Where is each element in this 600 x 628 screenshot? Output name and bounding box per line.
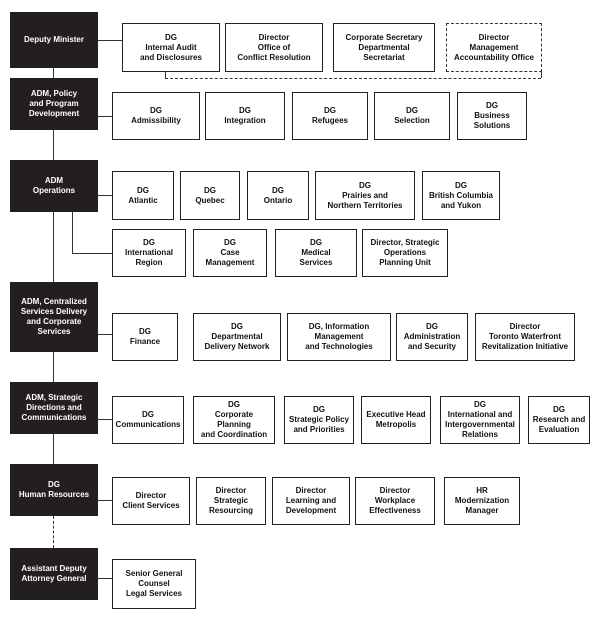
box-director-conflict-resolution: Director Office of Conflict Resolution [225, 23, 323, 72]
box-dg-admissibility: DG Admissibility [112, 92, 200, 140]
box-dg-atlantic: DG Atlantic [112, 171, 174, 220]
box-dg-integration: DG Integration [205, 92, 285, 140]
box-dg-case-management: DG Case Management [193, 229, 267, 277]
box-director-toronto-waterfront: Director Toronto Waterfront Revitalizati… [475, 313, 575, 361]
box-corporate-secretary: Corporate Secretary Departmental Secreta… [333, 23, 435, 72]
box-director-workplace-effectiveness: Director Workplace Effectiveness [355, 477, 435, 525]
box-executive-head-metropolis: Executive Head Metropolis [361, 396, 431, 444]
box-director-client-services: Director Client Services [112, 477, 190, 525]
head-assistant-deputy-attorney-general: Assistant Deputy Attorney General [10, 548, 98, 600]
connector-line [72, 253, 112, 254]
spine-line [53, 434, 54, 464]
spine-line [53, 130, 54, 160]
connector-line [98, 500, 112, 501]
box-dg-research-evaluation: DG Research and Evaluation [528, 396, 590, 444]
box-director-management-accountability: Director Management Accountability Offic… [446, 23, 542, 72]
box-director-strategic-resourcing: Director Strategic Resourcing [196, 477, 266, 525]
connector-line [98, 334, 112, 335]
connector-line [98, 116, 112, 117]
spine-dashed-line [53, 516, 54, 548]
box-senior-general-counsel: Senior General Counsel Legal Services [112, 559, 196, 609]
connector-line [72, 212, 73, 254]
box-dg-information-management: DG, Information Management and Technolog… [287, 313, 391, 361]
head-adm-centralized-services: ADM, Centralized Services Delivery and C… [10, 282, 98, 352]
head-adm-strategic-directions: ADM, Strategic Directions and Communicat… [10, 382, 98, 434]
connector-line [98, 419, 112, 420]
spine-line [53, 68, 54, 78]
connector-dashed-line [165, 72, 166, 78]
box-dg-finance: DG Finance [112, 313, 178, 361]
box-dg-international-region: DG International Region [112, 229, 186, 277]
box-dg-british-columbia: DG British Columbia and Yukon [422, 171, 500, 220]
box-dg-selection: DG Selection [374, 92, 450, 140]
box-dg-departmental-delivery: DG Departmental Delivery Network [193, 313, 281, 361]
connector-line [98, 195, 112, 196]
box-dg-quebec: DG Quebec [180, 171, 240, 220]
box-hr-modernization-manager: HR Modernization Manager [444, 477, 520, 525]
connector-dashed-line [541, 72, 542, 78]
box-dg-medical-services: DG Medical Services [275, 229, 357, 277]
head-dg-human-resources: DG Human Resources [10, 464, 98, 516]
box-dg-refugees: DG Refugees [292, 92, 368, 140]
box-director-learning-development: Director Learning and Development [272, 477, 350, 525]
spine-line [53, 352, 54, 382]
spine-line [53, 212, 54, 282]
box-dg-administration-security: DG Administration and Security [396, 313, 468, 361]
box-dg-prairies: DG Prairies and Northern Territories [315, 171, 415, 220]
box-dg-ontario: DG Ontario [247, 171, 309, 220]
box-dg-internal-audit: DG Internal Audit and Disclosures [122, 23, 220, 72]
connector-line [98, 40, 123, 41]
box-director-strategic-operations: Director, Strategic Operations Planning … [362, 229, 448, 277]
connector-dashed-line [165, 78, 541, 79]
box-dg-corporate-planning: DG Corporate Planning and Coordination [193, 396, 275, 444]
head-adm-policy: ADM, Policy and Program Development [10, 78, 98, 130]
head-deputy-minister: Deputy Minister [10, 12, 98, 68]
box-dg-strategic-policy: DG Strategic Policy and Priorities [284, 396, 354, 444]
box-dg-business-solutions: DG Business Solutions [457, 92, 527, 140]
box-dg-international-intergovernmental: DG International and Intergovernmental R… [440, 396, 520, 444]
head-adm-operations: ADM Operations [10, 160, 98, 212]
connector-line [98, 578, 112, 579]
box-dg-communications: DG Communications [112, 396, 184, 444]
